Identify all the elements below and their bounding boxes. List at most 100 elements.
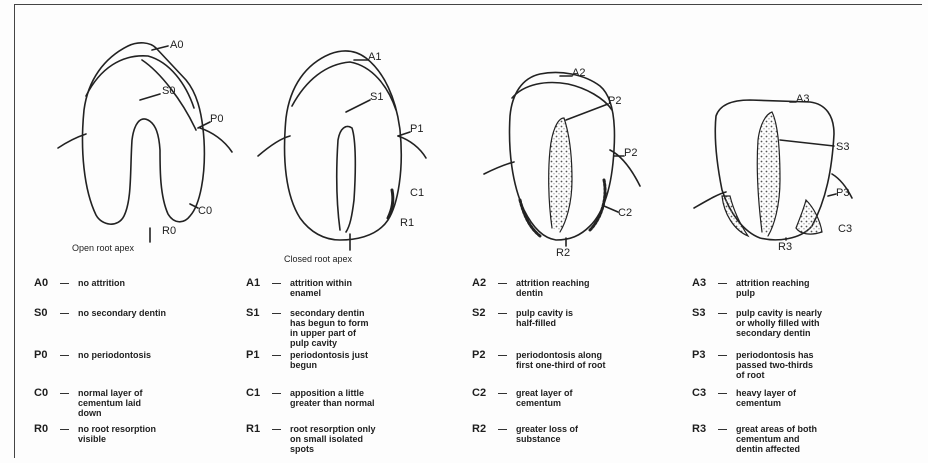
tooth-2-caption: Closed root apex — [284, 254, 353, 264]
tooth-1-outline — [83, 43, 205, 224]
tooth-3-leader-s — [566, 104, 608, 120]
tooth-3-cementum-left — [520, 200, 540, 236]
tooth-4-leader-s — [780, 140, 834, 146]
tooth-3-leader-c — [604, 206, 618, 212]
legend-dash: — — [498, 278, 507, 288]
tooth-4-leader-p — [828, 194, 836, 196]
legend-code-r0: R0 — [34, 423, 48, 435]
legend-code-p2: P2 — [472, 349, 485, 361]
legend-code-s3: S3 — [692, 307, 705, 319]
tooth-4-label-a: A3 — [796, 93, 809, 105]
legend-desc-s2: pulp cavity ishalf-filled — [516, 308, 573, 328]
legend-dash: — — [272, 350, 281, 360]
legend-code-a1: A1 — [246, 277, 260, 289]
legend-desc-a0: no attrition — [78, 278, 125, 288]
tooth-3-pulp — [549, 118, 572, 232]
tooth-4-gum-left — [694, 192, 726, 208]
legend-code-p3: P3 — [692, 349, 705, 361]
legend-dash: — — [60, 278, 69, 288]
tooth-1-leader-p — [198, 122, 210, 128]
legend-desc-s0: no secondary dentin — [78, 308, 166, 318]
tooth-2-gum-right — [398, 136, 426, 158]
tooth-1-label-p: P0 — [210, 113, 223, 125]
tooth-4-cementum-right — [796, 200, 822, 234]
tooth-3-label-p: P2 — [624, 147, 637, 159]
tooth-2-pulp — [337, 127, 356, 233]
legend-code-s2: S2 — [472, 307, 485, 319]
legend-code-a2: A2 — [472, 277, 486, 289]
tooth-1-label-s: S0 — [162, 85, 175, 97]
tooth-1-label-r: R0 — [162, 225, 176, 237]
legend-code-s1: S1 — [246, 307, 259, 319]
legend-dash: — — [498, 308, 507, 318]
tooth-3-label-c: C2 — [618, 207, 632, 219]
tooth-2-outline — [285, 51, 402, 240]
legend-dash: — — [718, 424, 727, 434]
legend-code-s0: S0 — [34, 307, 47, 319]
legend-code-c3: C3 — [692, 387, 706, 399]
tooth-2-label-r: R1 — [400, 217, 414, 229]
legend-code-c0: C0 — [34, 387, 48, 399]
legend-code-r3: R3 — [692, 423, 706, 435]
tooth-1-caption: Open root apex — [72, 243, 135, 253]
legend-dash: — — [498, 424, 507, 434]
tooth-4-cementum-left — [722, 196, 748, 236]
legend-dash: — — [60, 424, 69, 434]
tooth-3-label-r: R2 — [556, 247, 570, 259]
legend-dash: — — [718, 308, 727, 318]
tooth-1-label-a: A0 — [170, 39, 183, 51]
legend-dash: — — [272, 424, 281, 434]
legend-code-c1: C1 — [246, 387, 260, 399]
legend-dash: — — [718, 388, 727, 398]
legend-desc-r3: great areas of bothcementum anddentin af… — [736, 424, 817, 454]
legend-dash: — — [60, 350, 69, 360]
legend-dash: — — [272, 278, 281, 288]
tooth-3-label-s: P2 — [608, 95, 621, 107]
tooth-2-label-c: C1 — [410, 187, 424, 199]
legend-code-p1: P1 — [246, 349, 259, 361]
legend-code-a0: A0 — [34, 277, 48, 289]
legend-dash: — — [272, 388, 281, 398]
tooth-1-label-c: C0 — [198, 205, 212, 217]
tooth-2-leader-s — [346, 100, 370, 112]
legend-dash: — — [272, 308, 281, 318]
legend-dash: — — [718, 350, 727, 360]
legend-dash: — — [498, 350, 507, 360]
legend-code-r1: R1 — [246, 423, 260, 435]
tooth-3-crown — [512, 83, 612, 110]
legend-dash: — — [60, 388, 69, 398]
tooth-2-label-p: P1 — [410, 123, 423, 135]
legend-dash: — — [498, 388, 507, 398]
legend-desc-p0: no periodontosis — [78, 350, 151, 360]
legend-code-p0: P0 — [34, 349, 47, 361]
tooth-4-label-c: C3 — [838, 223, 852, 235]
legend-code-a3: A3 — [692, 277, 706, 289]
legend-code-c2: C2 — [472, 387, 486, 399]
tooth-4-label-r: R3 — [778, 241, 792, 253]
tooth-2-label-a: A1 — [368, 51, 381, 63]
tooth-4-label-p: P3 — [836, 187, 849, 199]
tooth-1-leader-s — [140, 94, 160, 100]
tooth-3-label-a: A2 — [572, 67, 585, 79]
tooth-4-pulp — [757, 112, 780, 236]
legend-code-r2: R2 — [472, 423, 486, 435]
tooth-4 — [694, 100, 852, 240]
